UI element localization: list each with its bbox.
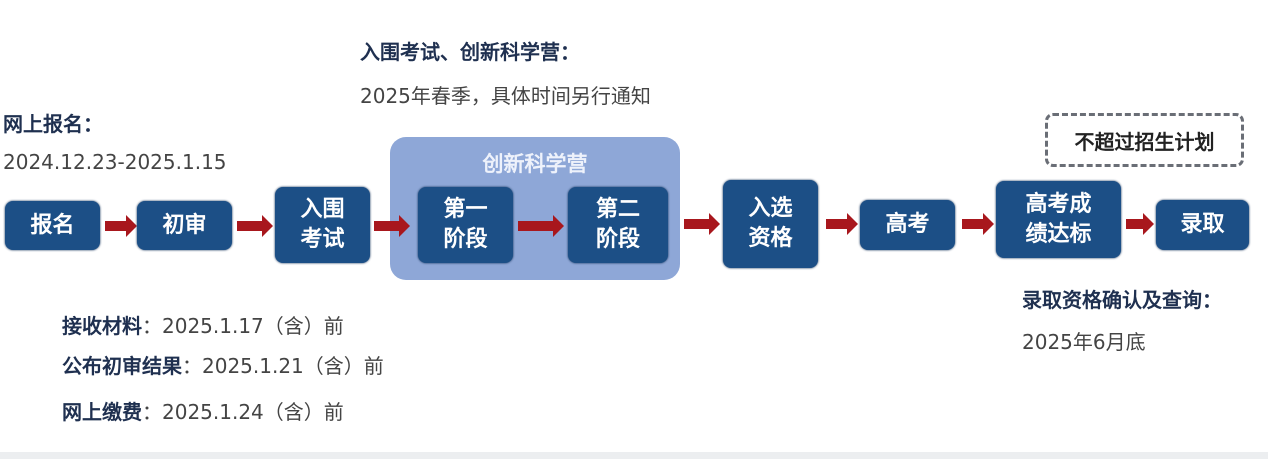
- footer-strip: [0, 452, 1268, 459]
- step-shortlist-exam: 入围 考试: [275, 187, 370, 263]
- arrow-icon: [374, 215, 410, 237]
- note-label: 接收材料: [62, 314, 142, 338]
- admission-note-title: 录取资格确认及查询：: [1022, 288, 1222, 312]
- step-review: 初审: [137, 201, 232, 250]
- step-score-met: 高考成 绩达标: [996, 181, 1121, 258]
- arrow-icon: [826, 213, 858, 235]
- arrow-icon: [1126, 213, 1154, 235]
- bottom-note: 接收材料：2025.1.17（含）前: [62, 310, 344, 339]
- top-note-title: 入围考试、创新科学营：: [360, 40, 580, 64]
- arrow-icon: [684, 213, 720, 235]
- note-value: ：2025.1.24（含）前: [142, 400, 344, 424]
- innovation-camp-label: 创新科学营: [482, 152, 588, 176]
- top-note-detail: 2025年春季，具体时间另行通知: [360, 84, 651, 108]
- note-label: 公布初审结果: [62, 354, 182, 378]
- admission-note-detail: 2025年6月底: [1022, 330, 1146, 354]
- signup-note-title: 网上报名：: [3, 112, 103, 136]
- step-gaokao: 高考: [860, 200, 955, 250]
- quota-note: 不超过招生计划: [1045, 113, 1244, 167]
- arrow-icon: [518, 215, 564, 237]
- note-label: 网上缴费: [62, 400, 142, 424]
- step-admission: 录取: [1156, 200, 1249, 250]
- arrow-icon: [105, 215, 137, 237]
- signup-note-detail: 2024.12.23-2025.1.15: [3, 150, 227, 174]
- step-signup: 报名: [5, 201, 100, 250]
- arrow-icon: [237, 215, 273, 237]
- step-selected: 入选 资格: [723, 180, 818, 268]
- step-stage-two: 第二 阶段: [568, 187, 668, 263]
- step-stage-one: 第一 阶段: [418, 187, 513, 263]
- bottom-note: 网上缴费：2025.1.24（含）前: [62, 396, 344, 425]
- arrow-icon: [962, 213, 994, 235]
- bottom-note: 公布初审结果：2025.1.21（含）前: [62, 350, 384, 379]
- note-value: ：2025.1.17（含）前: [142, 314, 344, 338]
- note-value: ：2025.1.21（含）前: [182, 354, 384, 378]
